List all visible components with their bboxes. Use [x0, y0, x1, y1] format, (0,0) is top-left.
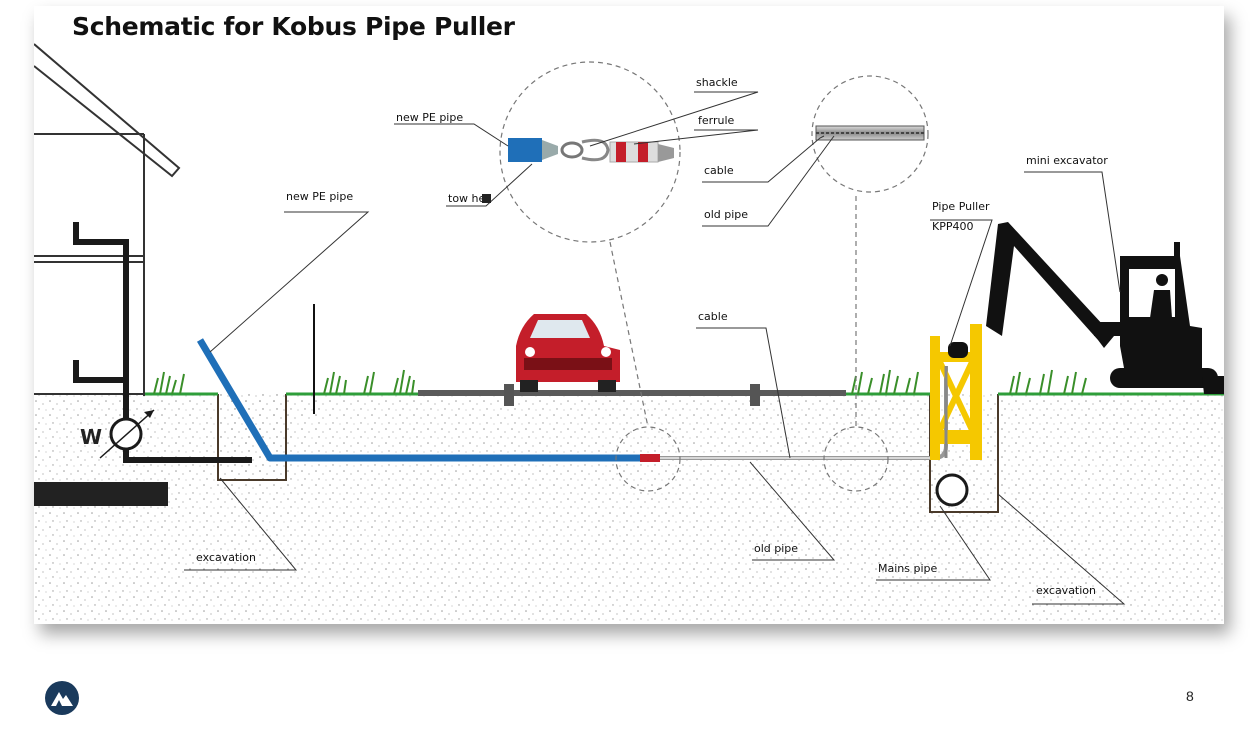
page-number: 8 — [1186, 688, 1194, 704]
leader-lines — [184, 91, 1126, 605]
road-post-left — [504, 384, 514, 406]
left-excavation-pit — [218, 394, 286, 480]
road-post-right — [750, 384, 760, 406]
pipe-puller — [930, 324, 982, 460]
schematic-diagram: W — [34, 43, 1224, 624]
label-excavation-left: excavation — [196, 551, 256, 564]
label-mini-excavator: mini excavator — [1026, 154, 1108, 167]
slide-card: W — [34, 6, 1224, 624]
new-pe-pipe — [196, 338, 640, 462]
house-foundation — [34, 482, 168, 506]
mains-pipe — [935, 473, 969, 507]
tow-head-assembly — [508, 138, 674, 163]
left-excavation-outline — [217, 394, 287, 481]
house-drain-pipe — [73, 222, 252, 463]
car — [516, 314, 620, 392]
label-new-pe-pipe: new PE pipe — [286, 190, 353, 203]
label-mains-pipe: Mains pipe — [878, 562, 938, 575]
detail-connector-left — [609, 241, 649, 428]
label-tow-head: tow he — [448, 192, 486, 205]
label-ferrule: ferrule — [698, 114, 735, 127]
detail-marker-joint — [615, 426, 681, 492]
label-new-pe-pipe-detail: new PE pipe — [396, 111, 463, 124]
zoom-circle-joint — [499, 61, 681, 243]
label-old-pipe-detail: old pipe — [704, 208, 748, 221]
label-pipe-puller: Pipe Puller — [932, 200, 990, 213]
mini-excavator — [986, 222, 1224, 394]
road — [418, 390, 846, 396]
detail-marker-cable — [823, 426, 889, 492]
label-shackle: shackle — [696, 76, 738, 89]
tow-head-expand-icon — [482, 194, 491, 203]
label-old-pipe: old pipe — [754, 542, 798, 555]
water-meter-icon — [99, 409, 155, 459]
label-cable: cable — [698, 310, 728, 323]
grass-tufts — [153, 369, 1087, 395]
label-excavation-right: excavation — [1036, 584, 1096, 597]
label-pipe-puller-model: KPP400 — [932, 220, 973, 233]
label-cable-detail: cable — [704, 164, 734, 177]
mountain-logo-icon — [45, 681, 79, 715]
house — [34, 43, 181, 396]
meter-label: W — [80, 425, 102, 449]
pipe-ferrule — [640, 454, 660, 462]
slide-title: Schematic for Kobus Pipe Puller — [72, 12, 515, 41]
